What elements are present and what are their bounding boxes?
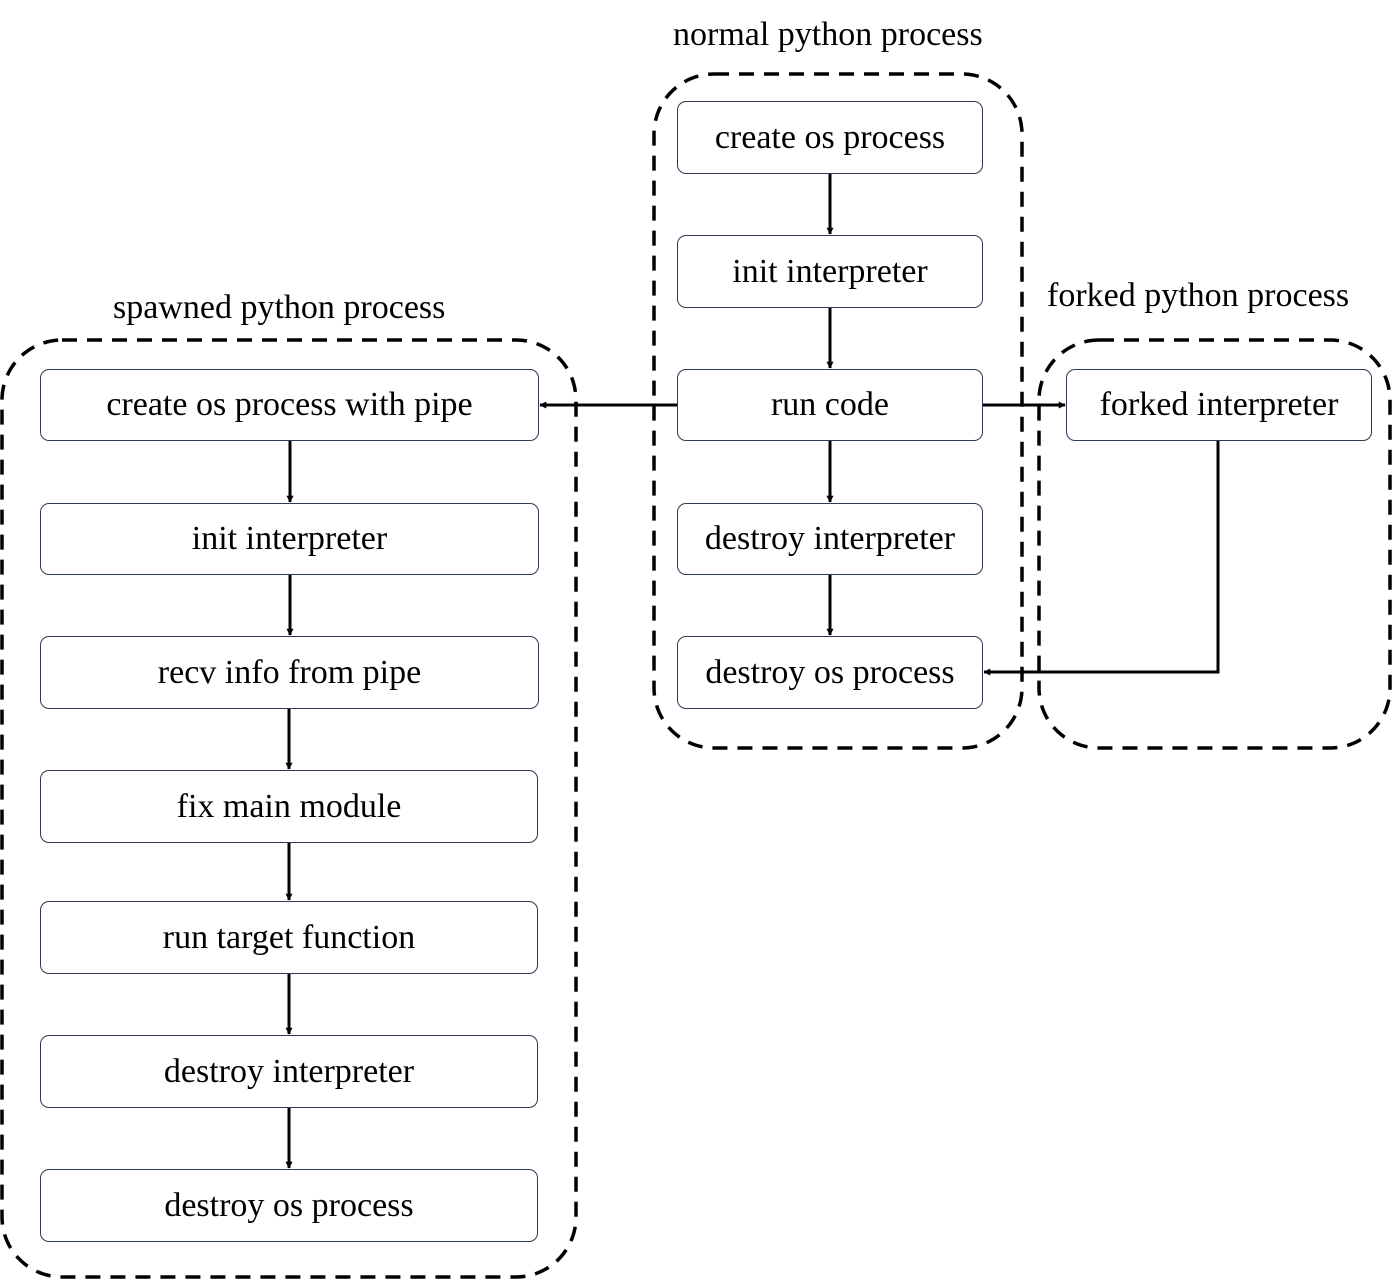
node-forked-interpreter: forked interpreter	[1066, 369, 1372, 441]
spawned-process-title: spawned python process	[113, 289, 446, 326]
node-spawned-recv-info-from-pipe: recv info from pipe	[40, 636, 539, 709]
node-spawned-fix-main-module: fix main module	[40, 770, 538, 843]
normal-process-group	[652, 72, 1024, 750]
forked-process-group	[1037, 338, 1392, 750]
node-normal-init-interpreter: init interpreter	[677, 235, 983, 308]
node-spawned-create-os-process-with-pipe: create os process with pipe	[40, 369, 539, 441]
spawned-process-group	[0, 338, 578, 1279]
arrow-fork-to-destroy	[983, 441, 1220, 676]
node-normal-destroy-interpreter: destroy interpreter	[677, 503, 983, 575]
normal-process-title: normal python process	[673, 16, 983, 53]
node-spawned-run-target-function: run target function	[40, 901, 538, 974]
forked-process-title: forked python process	[1047, 277, 1350, 314]
node-spawned-destroy-os-process: destroy os process	[40, 1169, 538, 1242]
node-spawned-destroy-interpreter: destroy interpreter	[40, 1035, 538, 1108]
node-spawned-init-interpreter: init interpreter	[40, 503, 539, 575]
node-normal-destroy-os-process: destroy os process	[677, 636, 983, 709]
node-normal-run-code: run code	[677, 369, 983, 441]
node-normal-create-os-process: create os process	[677, 101, 983, 174]
